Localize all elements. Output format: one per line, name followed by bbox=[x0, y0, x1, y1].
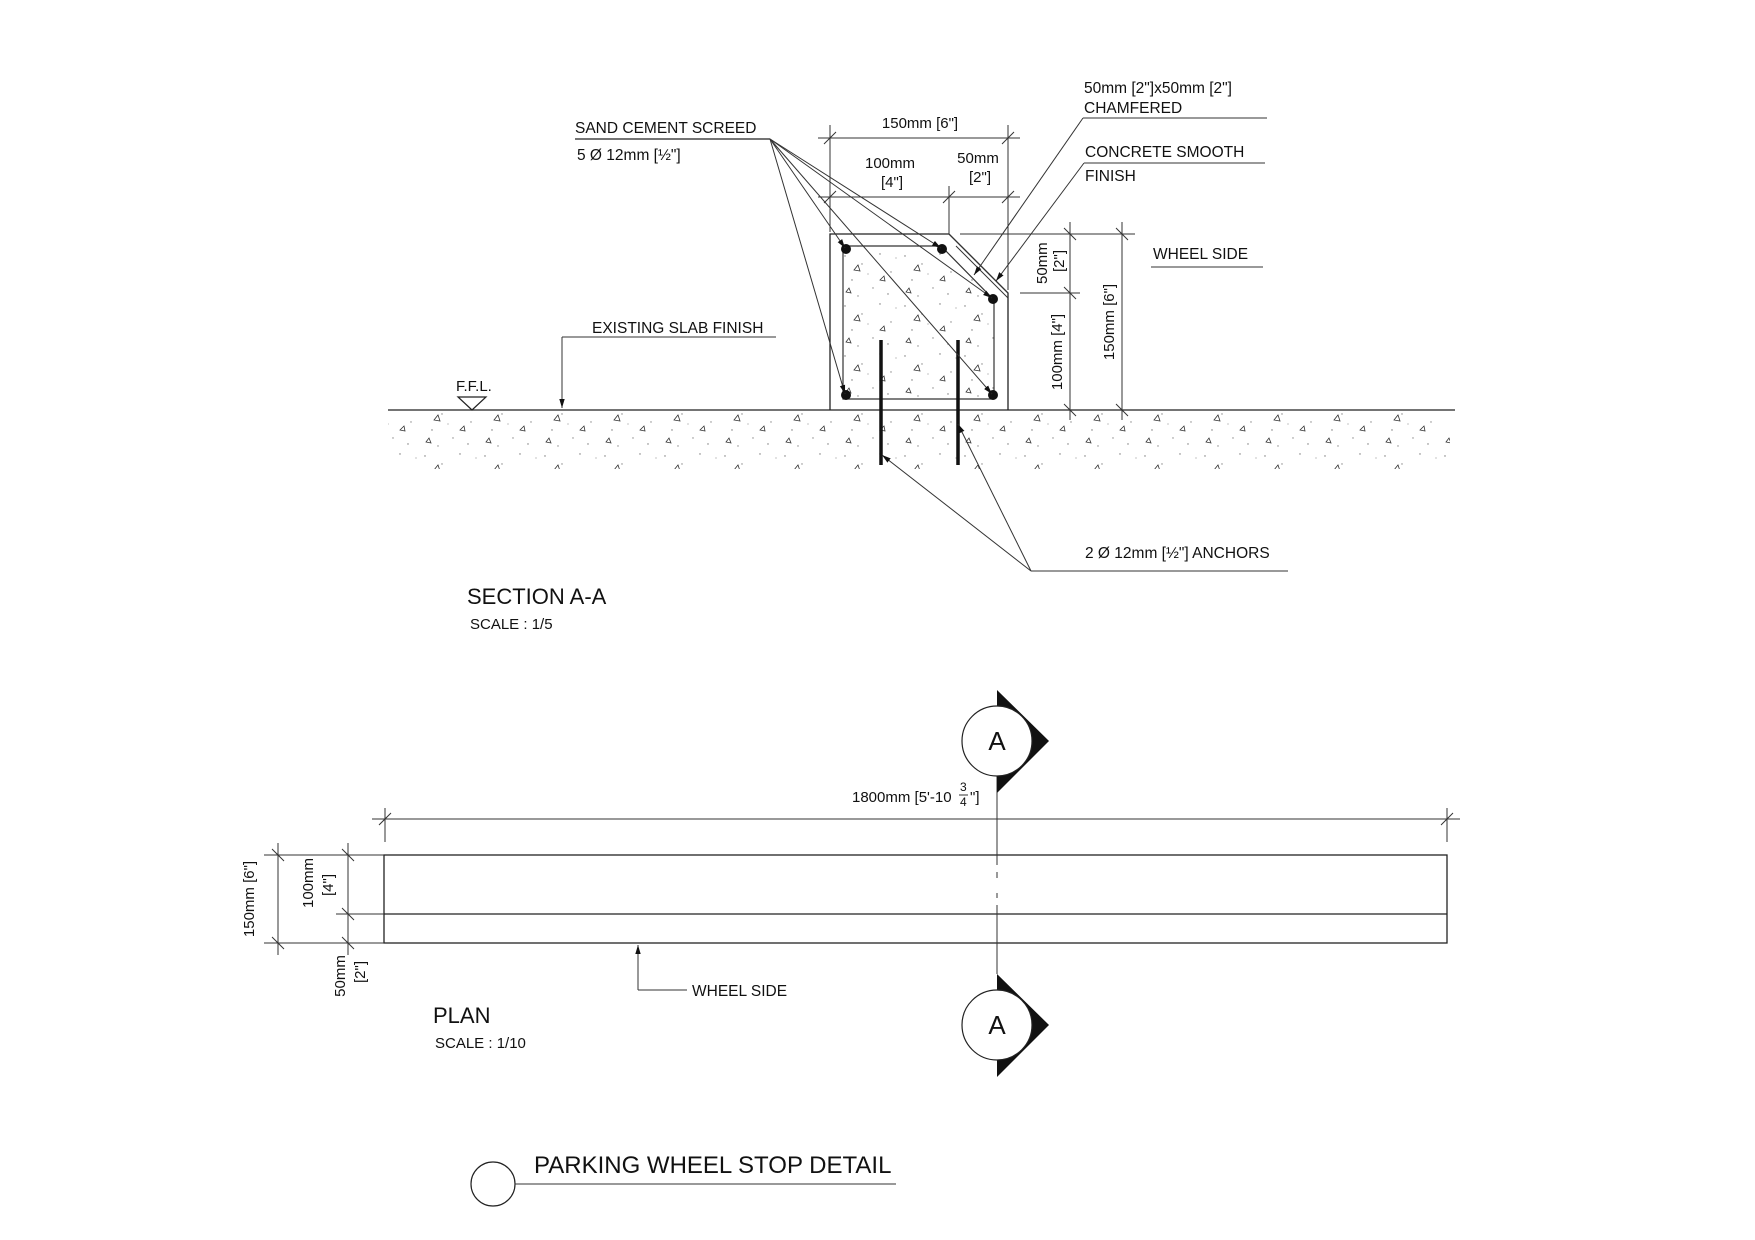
drawing-title: PARKING WHEEL STOP DETAIL bbox=[534, 1152, 891, 1179]
label-chamfered: CHAMFERED bbox=[1084, 100, 1182, 117]
dim-chamfer-height-mm: 50mm bbox=[1034, 242, 1051, 284]
plan-wheel-stop bbox=[383, 854, 1448, 944]
dim-flat-width-in: [4"] bbox=[881, 174, 903, 191]
dim-lower-height: 100mm [4"] bbox=[1049, 314, 1066, 390]
plan-view: 1800mm [5'-10 3 4 "] 150mm [6"] 100mm [4… bbox=[241, 690, 1460, 1077]
section-height-dimensions bbox=[960, 222, 1135, 420]
section-marker-label: A bbox=[988, 726, 1006, 756]
plan-width-upper-in: [4"] bbox=[320, 874, 337, 896]
dim-chamfer-width-in: [2"] bbox=[969, 169, 991, 186]
section-marker-label: A bbox=[988, 1010, 1006, 1040]
plan-length-frac-num: 3 bbox=[960, 780, 967, 794]
plan-title: PLAN bbox=[433, 1003, 490, 1028]
plan-label-wheel-side: WHEEL SIDE bbox=[692, 983, 787, 1000]
chamfer-leader bbox=[973, 117, 1084, 276]
label-concrete-smooth: CONCRETE SMOOTH bbox=[1085, 144, 1244, 161]
detail-number-bubble bbox=[470, 1161, 516, 1207]
section-title: SECTION A-A bbox=[467, 584, 607, 609]
section-marker-top[interactable]: A bbox=[961, 690, 1049, 793]
plan-scale: SCALE : 1/10 bbox=[435, 1035, 526, 1052]
label-finish: FINISH bbox=[1085, 168, 1136, 185]
drawing-title-block: PARKING WHEEL STOP DETAIL bbox=[470, 1152, 896, 1207]
dim-total-width: 150mm [6"] bbox=[882, 115, 958, 132]
dim-flat-width-mm: 100mm bbox=[865, 155, 915, 172]
finish-leader bbox=[995, 162, 1085, 282]
dim-total-height: 150mm [6"] bbox=[1101, 284, 1118, 360]
plan-length-frac-den: 4 bbox=[960, 795, 967, 809]
plan-width-lower-mm: 50mm bbox=[332, 955, 349, 997]
label-existing-slab: EXISTING SLAB FINISH bbox=[592, 320, 763, 337]
ffl-level-icon bbox=[456, 396, 488, 411]
section-scale: SCALE : 1/5 bbox=[470, 616, 553, 633]
plan-length-dim: 1800mm [5'-10 bbox=[852, 789, 952, 806]
dim-chamfer-height-in: [2"] bbox=[1051, 250, 1068, 272]
section-marker-bottom[interactable]: A bbox=[961, 974, 1049, 1077]
plan-length-suffix: "] bbox=[970, 789, 980, 806]
rebar-dot bbox=[937, 244, 947, 254]
plan-width-upper-mm: 100mm bbox=[300, 858, 317, 908]
label-wheel-side: WHEEL SIDE bbox=[1153, 246, 1248, 263]
label-ffl: F.F.L. bbox=[456, 378, 492, 395]
label-anchors: 2 Ø 12mm [½"] ANCHORS bbox=[1085, 545, 1270, 562]
plan-width-total: 150mm [6"] bbox=[241, 861, 258, 937]
anchors-leader bbox=[881, 454, 1032, 572]
plan-width-lower-in: [2"] bbox=[352, 961, 369, 983]
label-sand-cement-screed: SAND CEMENT SCREED bbox=[575, 120, 756, 137]
ground-hatch bbox=[388, 411, 1450, 469]
rebar-dot bbox=[841, 390, 851, 400]
label-chamfer-size: 50mm [2"]x50mm [2"] bbox=[1084, 80, 1232, 97]
rebar-dot bbox=[841, 244, 851, 254]
dim-chamfer-width-mm: 50mm bbox=[957, 150, 999, 167]
concrete-core bbox=[842, 245, 995, 400]
rebar-dot bbox=[988, 294, 998, 304]
label-rebar: 5 Ø 12mm [½"] bbox=[577, 147, 681, 164]
screed-leaders bbox=[769, 138, 993, 395]
section-view: 150mm [6"] 100mm [4"] 50mm [2"] 50mm [2"… bbox=[388, 80, 1455, 633]
